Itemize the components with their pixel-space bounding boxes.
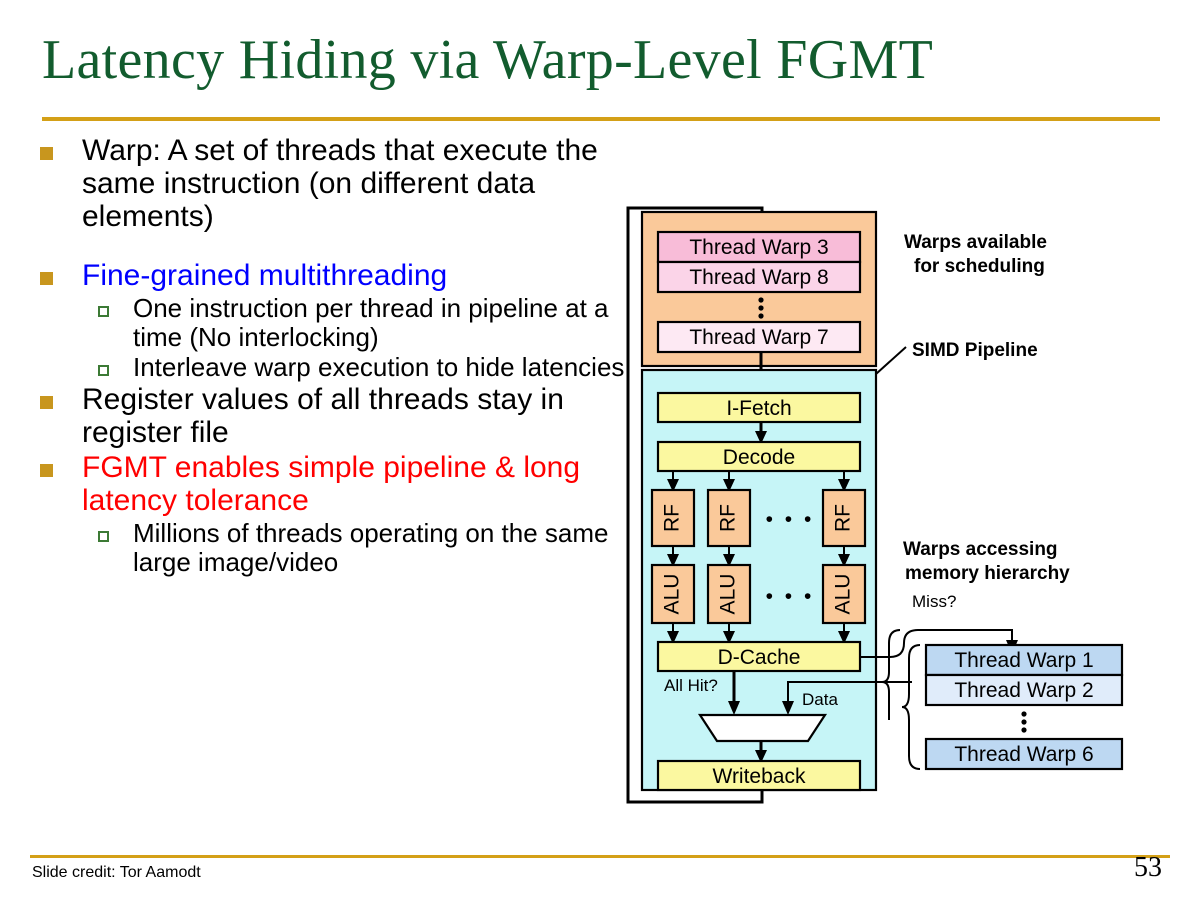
bullet-marker-square — [40, 396, 53, 410]
warp-pool-ellipsis-dot — [758, 305, 764, 311]
warps-available-label-line2: for scheduling — [914, 256, 1045, 277]
warp-pool-entry-box — [656, 320, 862, 354]
bullet-fgmt-enables: FGMT enables simple pipeline & long late… — [30, 451, 630, 517]
subbullet-millions-of-threads: Millions of threads operating on the sam… — [30, 519, 630, 577]
bullet-fine-grained-multithreading: Fine-grained multithreading — [30, 259, 630, 292]
alu-box — [706, 563, 752, 625]
rf-to-alu-arrowhead — [667, 554, 679, 567]
data-return-arrowhead — [782, 701, 794, 715]
warp-pool-entry-label: Thread Warp 8 — [689, 266, 828, 289]
bullet-text: Fine-grained multithreading — [82, 259, 448, 292]
footer-divider — [30, 855, 1170, 858]
stage-d-cache-label: D-Cache — [718, 646, 801, 669]
register-file-label: RF — [717, 504, 740, 532]
alu-to-dcache-arrowhead — [667, 631, 679, 644]
bullet-warp-definition: Warp: A set of threads that execute the … — [30, 134, 630, 233]
register-file-box — [821, 488, 867, 548]
bullet-marker-square — [40, 147, 53, 160]
warp-pool-entry-box — [656, 260, 862, 294]
feedback-loop-wire — [626, 206, 764, 804]
stage-i-fetch-box — [656, 391, 862, 424]
slide-credit: Slide credit: Tor Aamodt — [32, 864, 201, 881]
simd-pipeline-label: SIMD Pipeline — [912, 340, 1038, 361]
memory-warp-entry-box — [924, 673, 1124, 707]
warps-accessing-label-line1: Warps accessing — [903, 539, 1058, 560]
warp-scheduling-diagram: Thread Warp 3 Thread Warp 8 Thread Warp … — [612, 190, 1200, 815]
subbullet-text: Millions of threads operating on the sam… — [133, 518, 609, 578]
data-label: Data — [802, 690, 838, 709]
decode-to-rf-arrowhead — [838, 479, 850, 492]
rf-to-alu-arrowhead — [838, 554, 850, 567]
subbullet-marker-square — [98, 531, 109, 543]
alu-label: ALU — [717, 574, 740, 615]
subbullet-interleave-warp-execution: Interleave warp execution to hide latenc… — [30, 353, 630, 382]
page-number: 53 — [1134, 852, 1162, 883]
bullet-text: FGMT enables simple pipeline & long late… — [82, 451, 581, 518]
subbullet-marker-square — [98, 306, 109, 317]
subbullet-text: One instruction per thread in pipeline a… — [133, 293, 609, 353]
warp-pool-entry-label: Thread Warp 3 — [689, 236, 828, 259]
bullet-marker-square — [40, 464, 53, 478]
stage-i-fetch-label: I-Fetch — [726, 397, 791, 420]
warp-pool-ellipsis-dot — [758, 297, 764, 303]
memory-warp-entry-box — [924, 643, 1124, 677]
register-file-box — [706, 488, 752, 548]
ifetch-to-decode-arrowhead — [755, 431, 767, 444]
alu-box — [821, 563, 867, 625]
miss-label: Miss? — [912, 592, 956, 611]
memory-warp-entry-label: Thread Warp 1 — [954, 649, 1093, 672]
subbullet-marker-square — [98, 365, 109, 377]
warp-pool-ellipsis-dot — [758, 313, 764, 319]
all-hit-label: All Hit? — [664, 676, 718, 695]
subbullet-text: Interleave warp execution to hide latenc… — [133, 352, 625, 383]
bullet-list: Warp: A set of threads that execute the … — [30, 134, 630, 579]
bullet-marker-square — [40, 272, 53, 285]
subbullet-one-instruction-per-thread: One instruction per thread in pipeline a… — [30, 293, 630, 353]
stage-decode-box — [656, 440, 862, 473]
memory-warp-entry-label: Thread Warp 2 — [954, 679, 1093, 702]
mux-shape — [697, 713, 828, 743]
memory-warp-entry-box — [924, 737, 1124, 771]
bullet-spacer — [30, 235, 630, 259]
memory-warp-ellipsis-dot — [1021, 727, 1027, 733]
alu-to-dcache-arrowhead — [838, 631, 850, 644]
register-file-label: RF — [832, 504, 855, 532]
title-divider — [42, 117, 1160, 121]
memory-warp-ellipsis-dot — [1021, 711, 1027, 717]
decode-to-rf-arrowhead — [723, 479, 735, 492]
alu-label: ALU — [661, 574, 684, 615]
memory-warp-entry-label: Thread Warp 6 — [954, 743, 1093, 766]
page-title: Latency Hiding via Warp-Level FGMT — [42, 29, 934, 91]
bullet-text: Warp: A set of threads that execute the … — [82, 134, 598, 233]
bullet-text: Register values of all threads stay in r… — [82, 383, 564, 450]
mux-to-writeback-arrowhead — [755, 750, 767, 763]
memory-warps-outer-brace — [881, 629, 901, 720]
alu-ellipsis: • • • — [766, 585, 815, 608]
warps-available-label-line1: Warps available — [904, 232, 1047, 253]
warp-pool-entry-label: Thread Warp 7 — [689, 326, 828, 349]
warps-accessing-label-line2: memory hierarchy — [905, 563, 1070, 584]
alu-label: ALU — [832, 574, 855, 615]
stage-d-cache-box — [656, 640, 862, 673]
memory-warp-ellipsis-dot — [1021, 719, 1027, 725]
register-file-ellipsis: • • • — [766, 508, 815, 531]
bullet-register-values: Register values of all threads stay in r… — [30, 383, 630, 449]
miss-wire — [860, 629, 1013, 658]
dcache-to-mux-arrowhead — [728, 701, 740, 715]
memory-warps-inner-brace — [901, 644, 921, 770]
alu-to-dcache-arrowhead — [723, 631, 735, 644]
warp-pool-entry-box — [656, 230, 862, 264]
stage-writeback-box — [656, 759, 862, 792]
stage-decode-label: Decode — [723, 446, 795, 469]
rf-to-alu-arrowhead — [723, 554, 735, 567]
register-file-label: RF — [661, 504, 684, 532]
decode-to-rf-arrowhead — [667, 479, 679, 492]
simd-pipeline-callout-line — [875, 346, 907, 375]
data-return-wire — [787, 681, 912, 703]
stage-writeback-label: Writeback — [713, 765, 806, 788]
